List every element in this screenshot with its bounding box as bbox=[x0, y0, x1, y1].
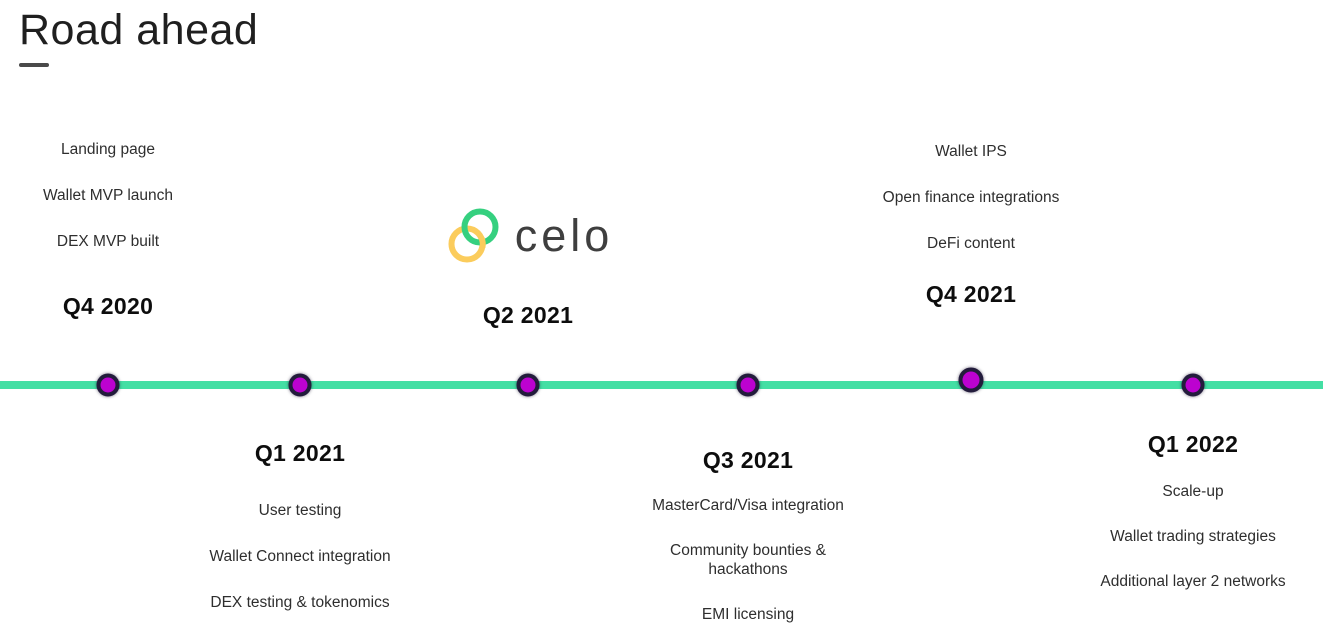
title-underline bbox=[19, 63, 49, 67]
timeline-dot bbox=[1181, 373, 1205, 397]
milestone-items: Scale-up Wallet trading strategies Addit… bbox=[1100, 482, 1285, 591]
milestone-item: Landing page bbox=[61, 141, 155, 158]
celo-wordmark: celo bbox=[514, 210, 614, 261]
milestone-item: Community bounties & hackathons bbox=[670, 542, 826, 578]
milestone-item: DeFi content bbox=[927, 235, 1015, 252]
milestone-q4-2021: Wallet IPS Open finance integrations DeF… bbox=[821, 142, 1121, 309]
milestone-item: Scale-up bbox=[1162, 483, 1224, 500]
milestone-items: Landing page Wallet MVP launch DEX MVP b… bbox=[43, 140, 173, 251]
timeline-dot bbox=[288, 373, 312, 397]
celo-rings-icon bbox=[448, 208, 499, 263]
quarter-label: Q1 2021 bbox=[254, 440, 346, 466]
quarter-label: Q4 2020 bbox=[62, 293, 154, 319]
milestone-item: Wallet trading strategies bbox=[1110, 528, 1276, 545]
milestone-items: MasterCard/Visa integration Community bo… bbox=[632, 496, 864, 624]
timeline-line bbox=[0, 381, 1323, 389]
milestone-item: User testing bbox=[258, 502, 342, 519]
quarter-label: Q2 2021 bbox=[482, 302, 574, 328]
milestone-item: Wallet IPS bbox=[935, 143, 1007, 160]
milestone-items: User testing Wallet Connect integration … bbox=[209, 501, 390, 612]
milestone-q2-2021: celo Q2 2021 bbox=[418, 205, 638, 330]
timeline-dot bbox=[516, 373, 540, 397]
timeline-dot bbox=[958, 367, 984, 393]
milestone-item: EMI licensing bbox=[701, 606, 795, 623]
milestone-q3-2021: Q3 2021 MasterCard/Visa integration Comm… bbox=[632, 445, 864, 624]
quarter-label: Q3 2021 bbox=[702, 447, 794, 473]
milestone-q1-2021: Q1 2021 User testing Wallet Connect inte… bbox=[160, 438, 440, 612]
milestone-item: DEX MVP built bbox=[56, 233, 160, 250]
timeline-dot bbox=[96, 373, 120, 397]
page-title: Road ahead bbox=[19, 6, 259, 54]
milestone-item: Open finance integrations bbox=[882, 189, 1060, 206]
milestone-item: Wallet MVP launch bbox=[42, 187, 174, 204]
timeline-dot bbox=[736, 373, 760, 397]
milestone-item: DEX testing & tokenomics bbox=[210, 594, 390, 611]
celo-logo: celo bbox=[443, 205, 614, 267]
milestone-q1-2022: Q1 2022 Scale-up Wallet trading strategi… bbox=[1089, 429, 1297, 591]
quarter-label: Q1 2022 bbox=[1147, 431, 1239, 457]
milestone-item: Wallet Connect integration bbox=[209, 548, 391, 565]
milestone-item: Additional layer 2 networks bbox=[1100, 573, 1286, 590]
quarter-label: Q4 2021 bbox=[925, 281, 1017, 307]
milestone-item: MasterCard/Visa integration bbox=[652, 497, 844, 514]
milestone-q4-2020: Landing page Wallet MVP launch DEX MVP b… bbox=[0, 140, 223, 321]
milestone-items: Wallet IPS Open finance integrations DeF… bbox=[883, 142, 1060, 253]
